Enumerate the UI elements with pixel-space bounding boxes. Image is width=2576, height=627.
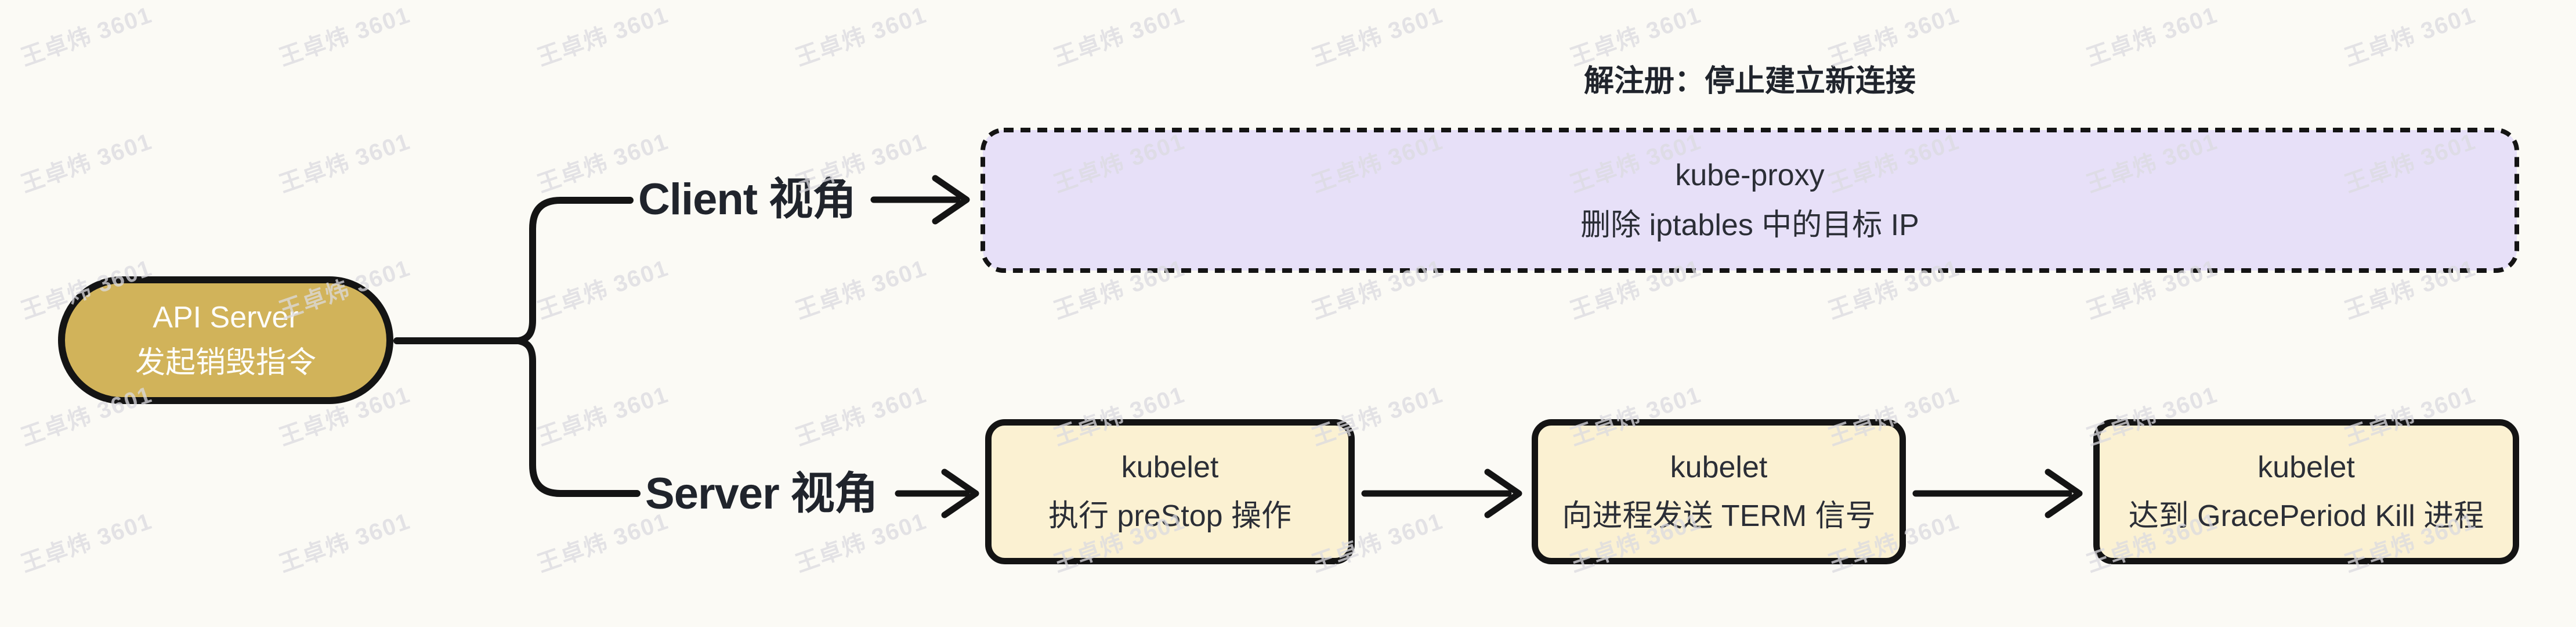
step3-line1: kubelet — [2257, 451, 2355, 484]
server-arrow — [895, 469, 979, 518]
client-branch-curve — [515, 197, 634, 344]
kube-proxy-dashed-box — [981, 128, 2519, 273]
branch-label-client[interactable]: Client 视角 — [638, 175, 856, 224]
step1-line1: kubelet — [1121, 451, 1219, 484]
node-kubelet-prestop[interactable]: kubelet 执行 preStop 操作 — [985, 419, 1355, 564]
client-arrow — [870, 175, 970, 225]
step2-step3-arrow — [1912, 469, 2083, 518]
branch-label-server[interactable]: Server 视角 — [645, 469, 878, 518]
step1-step2-arrow — [1361, 469, 1522, 518]
node-kubelet-kill[interactable]: kubelet 达到 GracePeriod Kill 进程 — [2093, 419, 2519, 564]
step2-line1: kubelet — [1670, 451, 1768, 484]
deregister-note: 解注册：停止建立新连接 — [1583, 64, 1916, 98]
api-server-line1: API Server — [153, 301, 299, 334]
node-kubelet-term[interactable]: kubelet 向进程发送 TERM 信号 — [1532, 419, 1906, 564]
node-kube-proxy[interactable]: kube-proxy 删除 iptables 中的目标 IP — [981, 128, 2519, 273]
api-server-line2: 发起销毁指令 — [135, 346, 316, 380]
step3-line2: 达到 GracePeriod Kill 进程 — [2128, 499, 2484, 533]
step2-line2: 向进程发送 TERM 信号 — [1562, 499, 1876, 533]
node-api-server[interactable]: API Server 发起销毁指令 — [58, 276, 393, 404]
kube-proxy-line1: kube-proxy — [1675, 158, 1825, 192]
kube-proxy-line2: 删除 iptables 中的目标 IP — [1580, 208, 1919, 242]
step1-line2: 执行 preStop 操作 — [1048, 499, 1292, 533]
server-branch-curve — [515, 337, 641, 497]
